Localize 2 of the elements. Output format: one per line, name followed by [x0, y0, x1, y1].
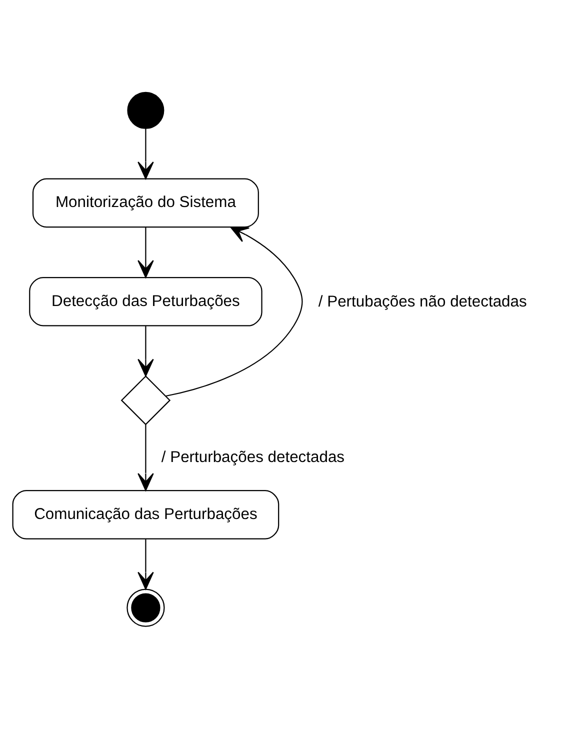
edge-label: / Perturbações detectadas — [161, 449, 345, 466]
edge-label: / Pertubações não detectadas — [318, 293, 527, 310]
